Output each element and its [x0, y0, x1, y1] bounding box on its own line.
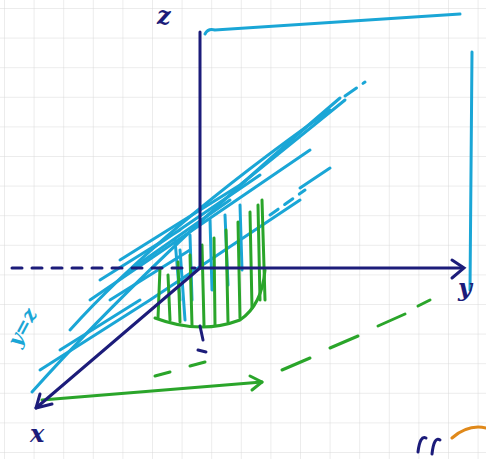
orange-stroke	[452, 427, 486, 438]
axis-label: z	[157, 4, 171, 28]
green-region	[42, 200, 430, 400]
axis-label: y	[458, 276, 472, 300]
frame-stroke	[470, 52, 472, 290]
axis-label: x	[30, 422, 44, 446]
frame-stroke	[205, 14, 460, 34]
axes	[12, 32, 464, 454]
